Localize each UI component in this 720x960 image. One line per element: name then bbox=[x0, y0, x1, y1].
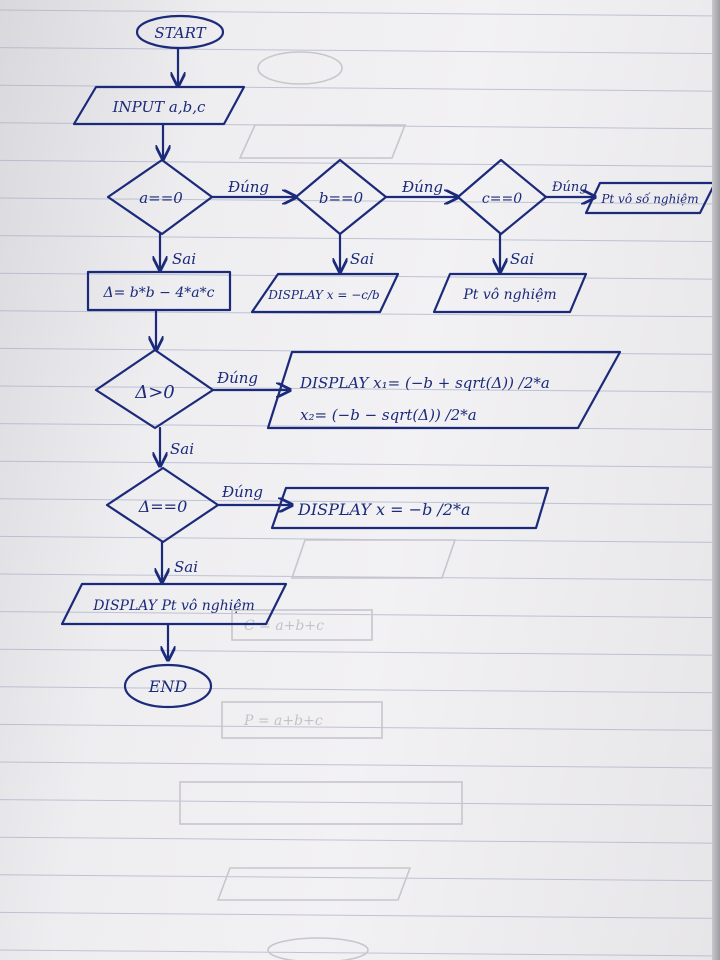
decision-b-zero: b==0 bbox=[294, 158, 388, 236]
decision-c-zero: c==0 bbox=[456, 158, 548, 236]
ruled-line bbox=[0, 272, 720, 280]
ruled-line bbox=[0, 9, 720, 17]
out-infinite-label: Pt vô số nghiệm bbox=[600, 191, 698, 206]
edge-label-no-delta-zero: Sai bbox=[174, 558, 198, 576]
output-double-root: DISPLAY x = −b /2*a bbox=[270, 486, 550, 530]
ruled-line bbox=[0, 47, 720, 55]
decision-delta-zero: Δ==0 bbox=[105, 466, 220, 544]
cond-delta-zero-label: Δ==0 bbox=[138, 497, 188, 516]
ruled-line bbox=[0, 573, 720, 581]
ruled-line bbox=[0, 723, 720, 731]
ruled-line bbox=[0, 611, 720, 619]
ruled-line bbox=[0, 310, 720, 318]
ruled-line bbox=[0, 686, 720, 694]
calc-delta-label: Δ= b*b − 4*a*c bbox=[103, 285, 215, 301]
output-no-solution-linear: Pt vô nghiệm bbox=[432, 272, 588, 314]
out-two-roots-line2: x₂= (−b − sqrt(Δ)) /2*a bbox=[300, 406, 477, 424]
ruled-line bbox=[0, 235, 720, 243]
out-no-sol-1-label: Pt vô nghiệm bbox=[462, 287, 556, 303]
cond-a-label: a==0 bbox=[139, 189, 183, 207]
start-node: START bbox=[135, 14, 225, 50]
end-node: END bbox=[123, 663, 213, 709]
start-label: START bbox=[154, 24, 206, 42]
ruled-line bbox=[0, 799, 720, 807]
cond-b-label: b==0 bbox=[319, 189, 364, 207]
ruled-line bbox=[0, 385, 720, 393]
ruled-line bbox=[0, 949, 720, 957]
bleed-through: C = a+b+c P = a+b+c bbox=[179, 51, 463, 960]
ruled-line bbox=[0, 460, 720, 468]
ruled-line bbox=[0, 197, 720, 205]
out-linear-label: DISPLAY x = −c/b bbox=[267, 288, 380, 302]
edge-label-yes-b: Đúng bbox=[401, 178, 443, 196]
edge-label-yes-delta-pos: Đúng bbox=[216, 369, 258, 387]
ruled-line bbox=[0, 648, 720, 656]
ruled-line bbox=[0, 761, 720, 769]
svg-text:P = a+b+c: P = a+b+c bbox=[243, 713, 323, 729]
ruled-line bbox=[0, 911, 720, 919]
output-two-roots: DISPLAY x₁= (−b + sqrt(Δ)) /2*a x₂= (−b … bbox=[266, 350, 622, 430]
end-label: END bbox=[148, 677, 188, 696]
edge-label-no-delta-pos: Sai bbox=[170, 440, 194, 458]
edge-label-no-a: Sai bbox=[172, 250, 196, 268]
edge-label-yes-c: Đúng bbox=[551, 180, 588, 195]
output-linear-root: DISPLAY x = −c/b bbox=[250, 272, 400, 314]
output-infinite-solutions: Pt vô số nghiệm bbox=[584, 181, 717, 215]
page-edge bbox=[712, 0, 720, 960]
process-calc-delta: Δ= b*b − 4*a*c bbox=[86, 270, 232, 312]
edge-label-yes-delta-zero: Đúng bbox=[221, 483, 263, 501]
output-no-solution-quadratic: DISPLAY Pt vô nghiệm bbox=[60, 582, 288, 626]
svg-text:C = a+b+c: C = a+b+c bbox=[244, 618, 324, 634]
cond-delta-pos-label: Δ>0 bbox=[134, 382, 175, 403]
decision-delta-positive: Δ>0 bbox=[94, 348, 215, 430]
ruled-line bbox=[0, 874, 720, 882]
decision-a-zero: a==0 bbox=[106, 158, 214, 236]
edge-label-no-c: Sai bbox=[510, 250, 534, 268]
out-no-sol-2-label: DISPLAY Pt vô nghiệm bbox=[92, 598, 255, 614]
input-label: INPUT a,b,c bbox=[112, 98, 206, 116]
ruled-line bbox=[0, 159, 720, 167]
ruled-line bbox=[0, 836, 720, 844]
out-two-roots-line1: DISPLAY x₁= (−b + sqrt(Δ)) /2*a bbox=[299, 374, 550, 392]
edge-label-no-b: Sai bbox=[350, 250, 374, 268]
edge-label-yes-a: Đúng bbox=[227, 178, 269, 196]
cond-c-label: c==0 bbox=[482, 191, 522, 207]
out-double-root-label: DISPLAY x = −b /2*a bbox=[297, 500, 471, 519]
ruled-line bbox=[0, 498, 720, 506]
input-node: INPUT a,b,c bbox=[72, 85, 246, 126]
ruled-line bbox=[0, 423, 720, 431]
